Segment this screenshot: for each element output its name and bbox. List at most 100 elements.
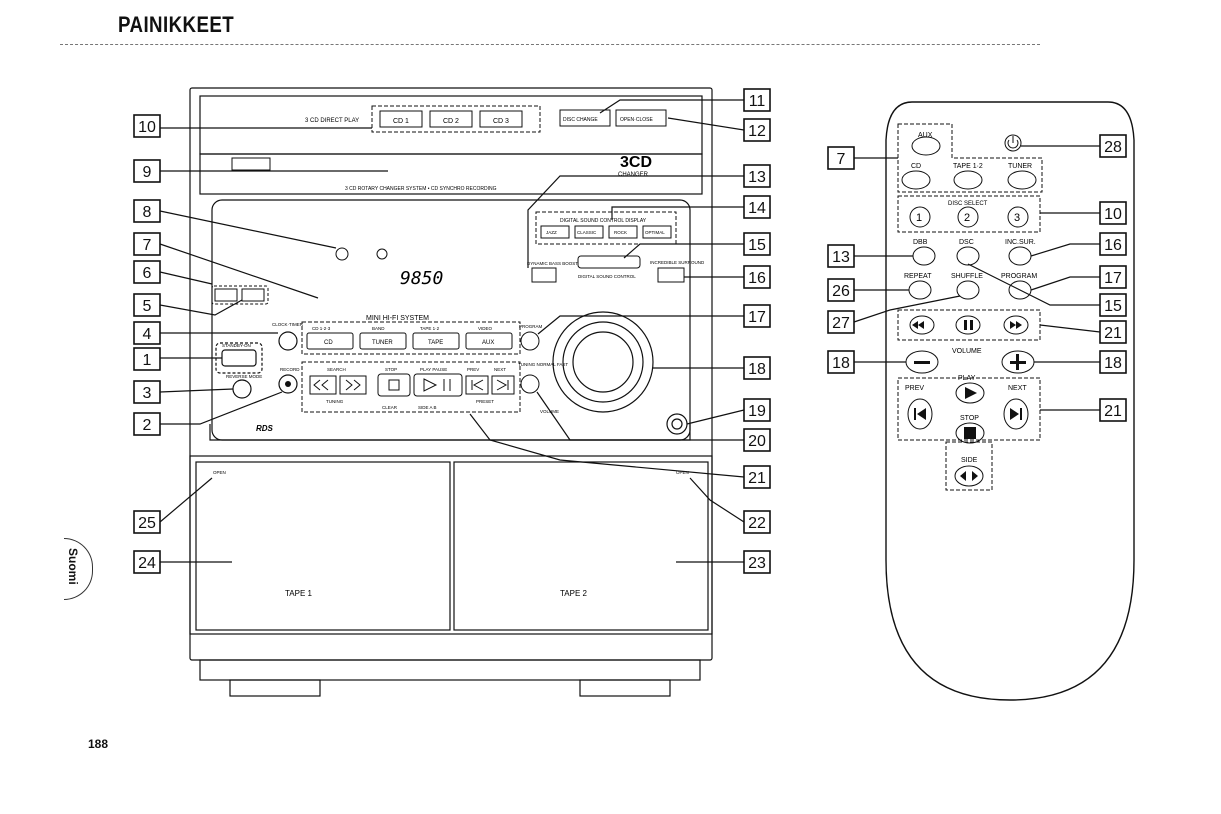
cd2-button[interactable] xyxy=(429,110,473,128)
tuner-source-button[interactable] xyxy=(359,332,407,350)
next-icon xyxy=(496,379,509,391)
dsc-display-label: DIGITAL SOUND CONTROL DISPLAY xyxy=(560,218,647,224)
callout-8: 8 xyxy=(143,204,152,221)
side-remote-button[interactable] xyxy=(954,465,984,487)
headphone-jack[interactable] xyxy=(666,413,688,435)
remote-callout-27: 27 xyxy=(832,315,850,332)
callout-18: 18 xyxy=(748,361,766,378)
minus-icon xyxy=(914,361,930,364)
tape-source-button[interactable] xyxy=(412,332,460,350)
cd-direct-label: 3 CD DIRECT PLAY xyxy=(305,118,359,124)
header-rule xyxy=(60,44,1040,45)
rds-logo: RDS xyxy=(256,424,274,433)
reverse-mode-button[interactable] xyxy=(232,379,252,399)
search-forward-remote-button[interactable] xyxy=(1003,315,1029,335)
pause-remote-icon xyxy=(964,320,967,330)
remote-callout-16: 16 xyxy=(1104,237,1122,254)
jazz-label: JAZZ xyxy=(546,230,557,235)
tuning-mode-button[interactable] xyxy=(520,374,540,394)
next-remote-button[interactable] xyxy=(1003,398,1029,430)
stop-label: STOP xyxy=(385,367,397,372)
rewind-remote-icon xyxy=(912,321,924,329)
disc-select-label: DISC SELECT xyxy=(948,201,988,207)
record-button[interactable] xyxy=(278,374,298,394)
model-label: MINI HI-FI SYSTEM xyxy=(366,315,429,322)
next-remote-icon xyxy=(1010,408,1022,420)
prev-remote-icon xyxy=(914,408,926,420)
disc1-button[interactable] xyxy=(909,206,931,228)
aux-button[interactable] xyxy=(911,136,941,156)
callout-12: 12 xyxy=(748,123,766,140)
program-button[interactable] xyxy=(520,331,540,351)
shuffle-button[interactable] xyxy=(956,280,980,300)
stop-remote-button[interactable] xyxy=(955,422,985,444)
tape2-label: TAPE 2 xyxy=(560,589,588,598)
disc-change-button[interactable] xyxy=(559,109,611,127)
remote-callout-13: 13 xyxy=(832,249,850,266)
callout-25: 25 xyxy=(138,515,156,532)
dsc-remote-button[interactable] xyxy=(956,246,980,266)
tuner-remote-label: TUNER xyxy=(1008,163,1032,170)
power-icon xyxy=(1007,136,1019,149)
aux-source-button[interactable] xyxy=(465,332,513,350)
search-forward-button[interactable] xyxy=(339,375,367,395)
volume-knob[interactable] xyxy=(552,311,654,413)
dbb-remote-button[interactable] xyxy=(912,246,936,266)
rock-button[interactable] xyxy=(608,225,638,239)
callout-14: 14 xyxy=(748,200,766,217)
incredible-surround-button[interactable] xyxy=(657,267,685,283)
search-back-remote-button[interactable] xyxy=(909,315,935,335)
cd-button[interactable] xyxy=(901,170,931,190)
repeat-button[interactable] xyxy=(908,280,932,300)
band-label: BAND xyxy=(372,326,385,331)
pause-remote-button[interactable] xyxy=(955,315,981,335)
search-label: SEARCH xyxy=(327,367,346,372)
clock-timer-button[interactable] xyxy=(278,331,298,351)
dbb-label: DYNAMIC BASS BOOST xyxy=(527,261,578,266)
callout-11: 11 xyxy=(749,93,766,110)
cd3-button[interactable] xyxy=(479,110,523,128)
play-icon xyxy=(423,378,438,392)
disc3-button[interactable] xyxy=(1007,206,1029,228)
standby-button[interactable] xyxy=(1004,134,1022,152)
stop-button[interactable] xyxy=(377,373,411,397)
repeat-label: REPEAT xyxy=(904,273,932,280)
classic-button[interactable] xyxy=(574,225,604,239)
prev-button[interactable] xyxy=(465,375,489,395)
callout-5: 5 xyxy=(143,298,152,315)
tape1-label: TAPE 1 xyxy=(285,589,313,598)
disc-change-label: DISC CHANGE xyxy=(563,117,598,123)
stop-icon xyxy=(388,379,400,391)
fast-forward-icon xyxy=(345,379,361,391)
search-back-button[interactable] xyxy=(309,375,337,395)
optimal-label: OPTIMAL xyxy=(645,230,665,235)
cd-source-button[interactable] xyxy=(306,332,354,350)
incredible-surround-remote-button[interactable] xyxy=(1008,246,1032,266)
callout-19: 19 xyxy=(748,403,766,420)
shuffle-label: SHUFFLE xyxy=(951,273,983,280)
optimal-button[interactable] xyxy=(642,225,672,239)
disc2-button[interactable] xyxy=(957,206,979,228)
display-readout: 9850 xyxy=(400,268,443,289)
tuner-button[interactable] xyxy=(1007,170,1037,190)
remote-callout-17: 17 xyxy=(1104,270,1122,287)
next-label: NEXT xyxy=(494,367,506,372)
jazz-button[interactable] xyxy=(540,225,570,239)
prev-remote-button[interactable] xyxy=(907,398,933,430)
play-remote-button[interactable] xyxy=(955,382,985,404)
tape12-label: TAPE 1·2 xyxy=(420,326,440,331)
prev-remote-label: PREV xyxy=(905,385,924,392)
prev-label: PREV xyxy=(467,367,479,372)
program-label: PROGRAM xyxy=(519,324,543,329)
standby-on-button[interactable] xyxy=(221,349,257,367)
tape-button[interactable] xyxy=(953,170,983,190)
cd-remote-label: CD xyxy=(911,163,921,170)
dbb-button[interactable] xyxy=(531,267,557,283)
next-button[interactable] xyxy=(491,375,515,395)
play-pause-button[interactable] xyxy=(413,373,463,397)
callout-13: 13 xyxy=(748,169,766,186)
cd1-button[interactable] xyxy=(379,110,423,128)
tape1-open-label: OPEN xyxy=(213,470,226,475)
callout-23: 23 xyxy=(748,555,766,572)
open-close-button[interactable] xyxy=(615,109,667,127)
